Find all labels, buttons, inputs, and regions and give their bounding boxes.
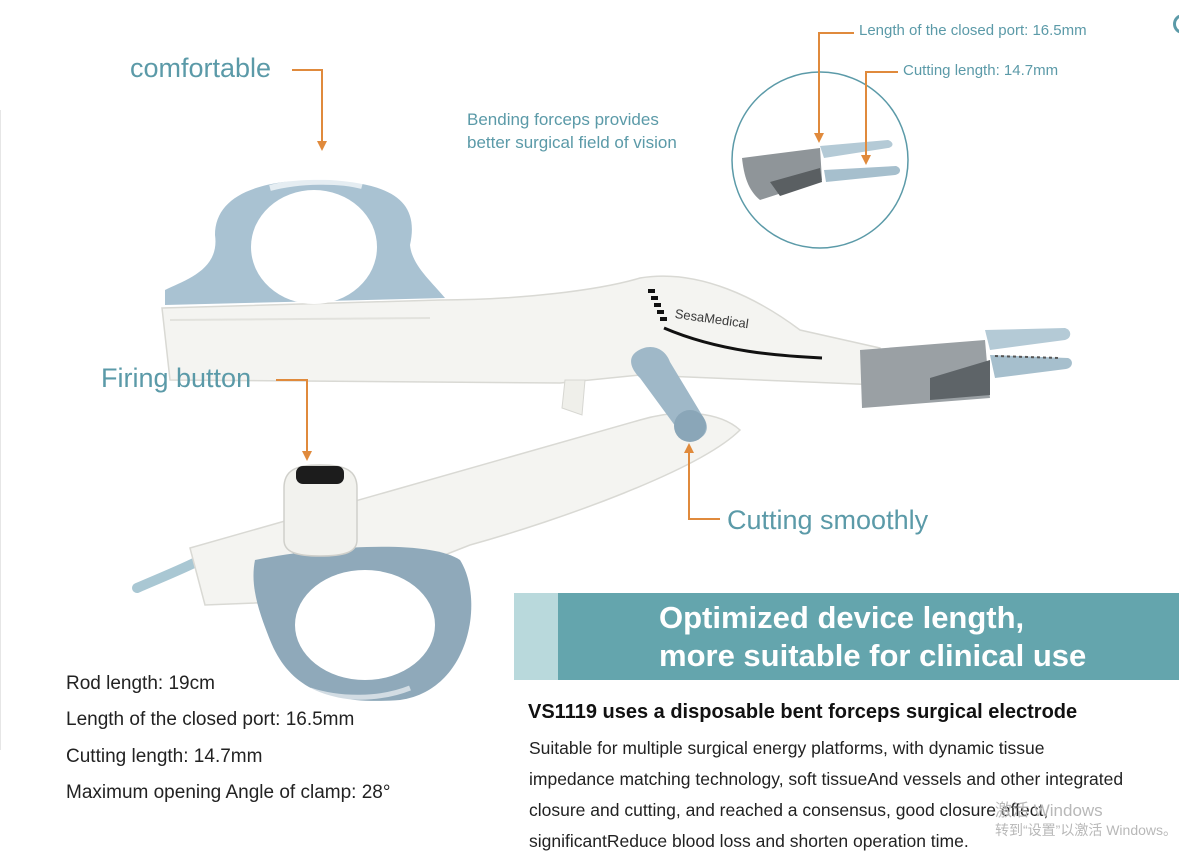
banner-line1: Optimized device length, [659,600,1025,635]
callout-comfortable: comfortable [130,53,272,83]
lower-jaw [990,355,1072,378]
handle-stripes [648,289,823,360]
callout-bending-line1: Bending forceps provides [467,110,659,129]
page-left-rule [0,110,1,750]
upper-handle [161,275,881,386]
callout-cutting-smoothly: Cutting smoothly [727,505,929,535]
banner-accent [514,593,558,680]
watermark-line1: 激活 Windows [995,801,1103,820]
product-heading: VS1119 uses a disposable bent forceps su… [528,701,1078,723]
callout-cutting-length: Cutting length: 14.7mm [903,62,1059,79]
banner: Optimized device length, more suitable f… [558,593,1179,680]
arrow-cutting-smoothly [684,443,720,520]
arrow-firing-button [276,379,312,461]
upper-jaw [985,328,1071,350]
power-cable [132,555,205,593]
callout-closed-port: Length of the closed port: 16.5mm [859,22,1087,39]
callout-firing-button: Firing button [101,363,252,393]
watermark-line2: 转到“设置”以激活 Windows。 [995,822,1178,838]
arrow-comfortable [292,69,327,151]
firing-button-shape [283,464,358,557]
spec-rod-length: Rod length: 19cm [66,673,215,694]
trigger [561,379,586,416]
banner-line2: more suitable for clinical use [659,638,1087,673]
spec-cutting-length: Cutting length: 14.7mm [66,746,263,767]
arrow-closed-port [814,32,854,143]
callout-bending-line2: better surgical field of vision [467,133,677,152]
arrow-cutting-length [861,71,898,165]
spec-closed-port: Length of the closed port: 16.5mm [66,709,355,730]
spec-max-opening-angle: Maximum opening Angle of clamp: 28° [66,782,391,803]
